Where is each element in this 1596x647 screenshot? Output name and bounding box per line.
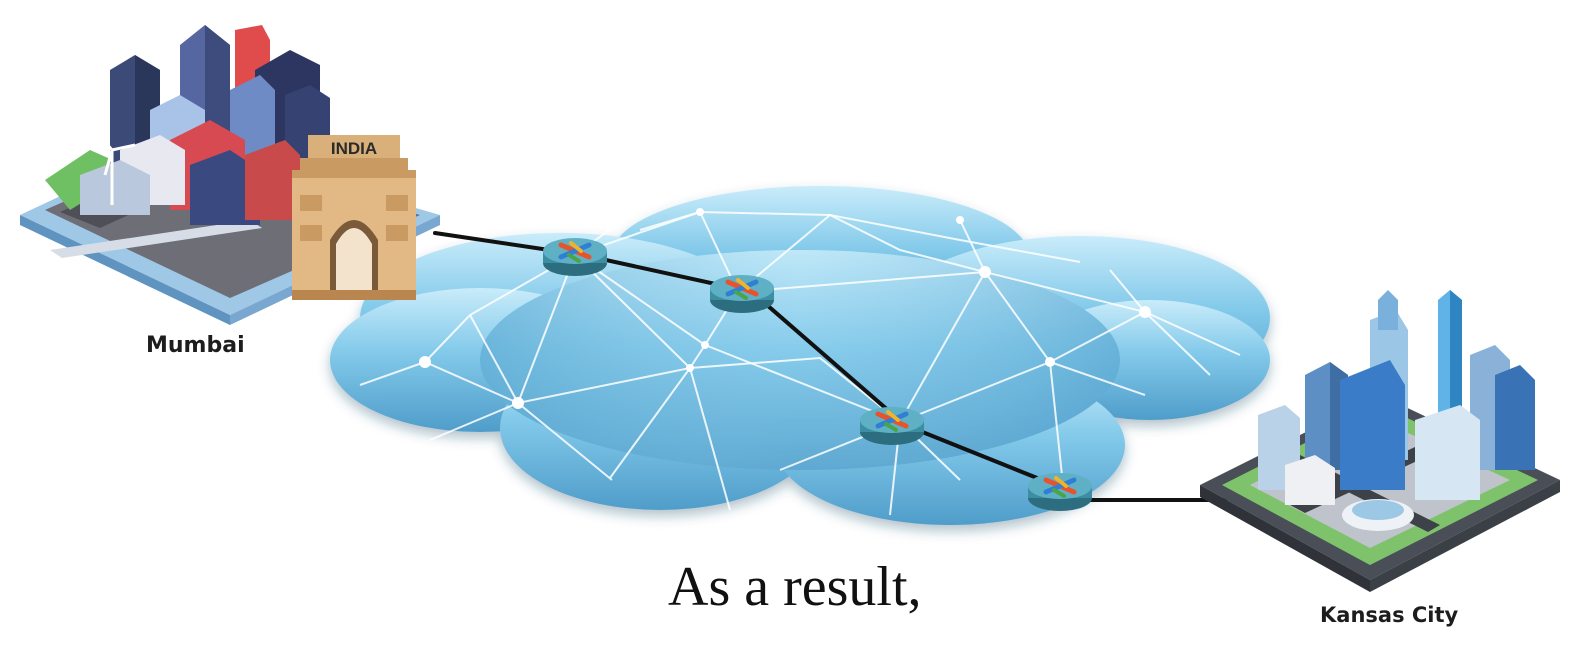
india-gate-icon: INDIA bbox=[292, 135, 416, 300]
city-label-kansas-city: Kansas City bbox=[1320, 603, 1459, 627]
india-gate-sign: INDIA bbox=[331, 139, 377, 158]
kansas-city-skyline bbox=[1258, 290, 1535, 531]
mumbai-illustration: INDIA bbox=[20, 25, 440, 325]
router-icon bbox=[543, 238, 607, 276]
cloud-mesh-nodes bbox=[419, 208, 1151, 409]
city-label-mumbai: Mumbai bbox=[146, 333, 245, 358]
router-icon bbox=[1028, 473, 1092, 511]
kansas-city-illustration bbox=[1200, 290, 1560, 592]
routers bbox=[543, 238, 1092, 511]
wind-turbine-icon bbox=[93, 129, 136, 205]
caption-text: As a result, bbox=[668, 556, 922, 618]
router-icon bbox=[860, 407, 924, 445]
router-icon bbox=[710, 275, 774, 313]
